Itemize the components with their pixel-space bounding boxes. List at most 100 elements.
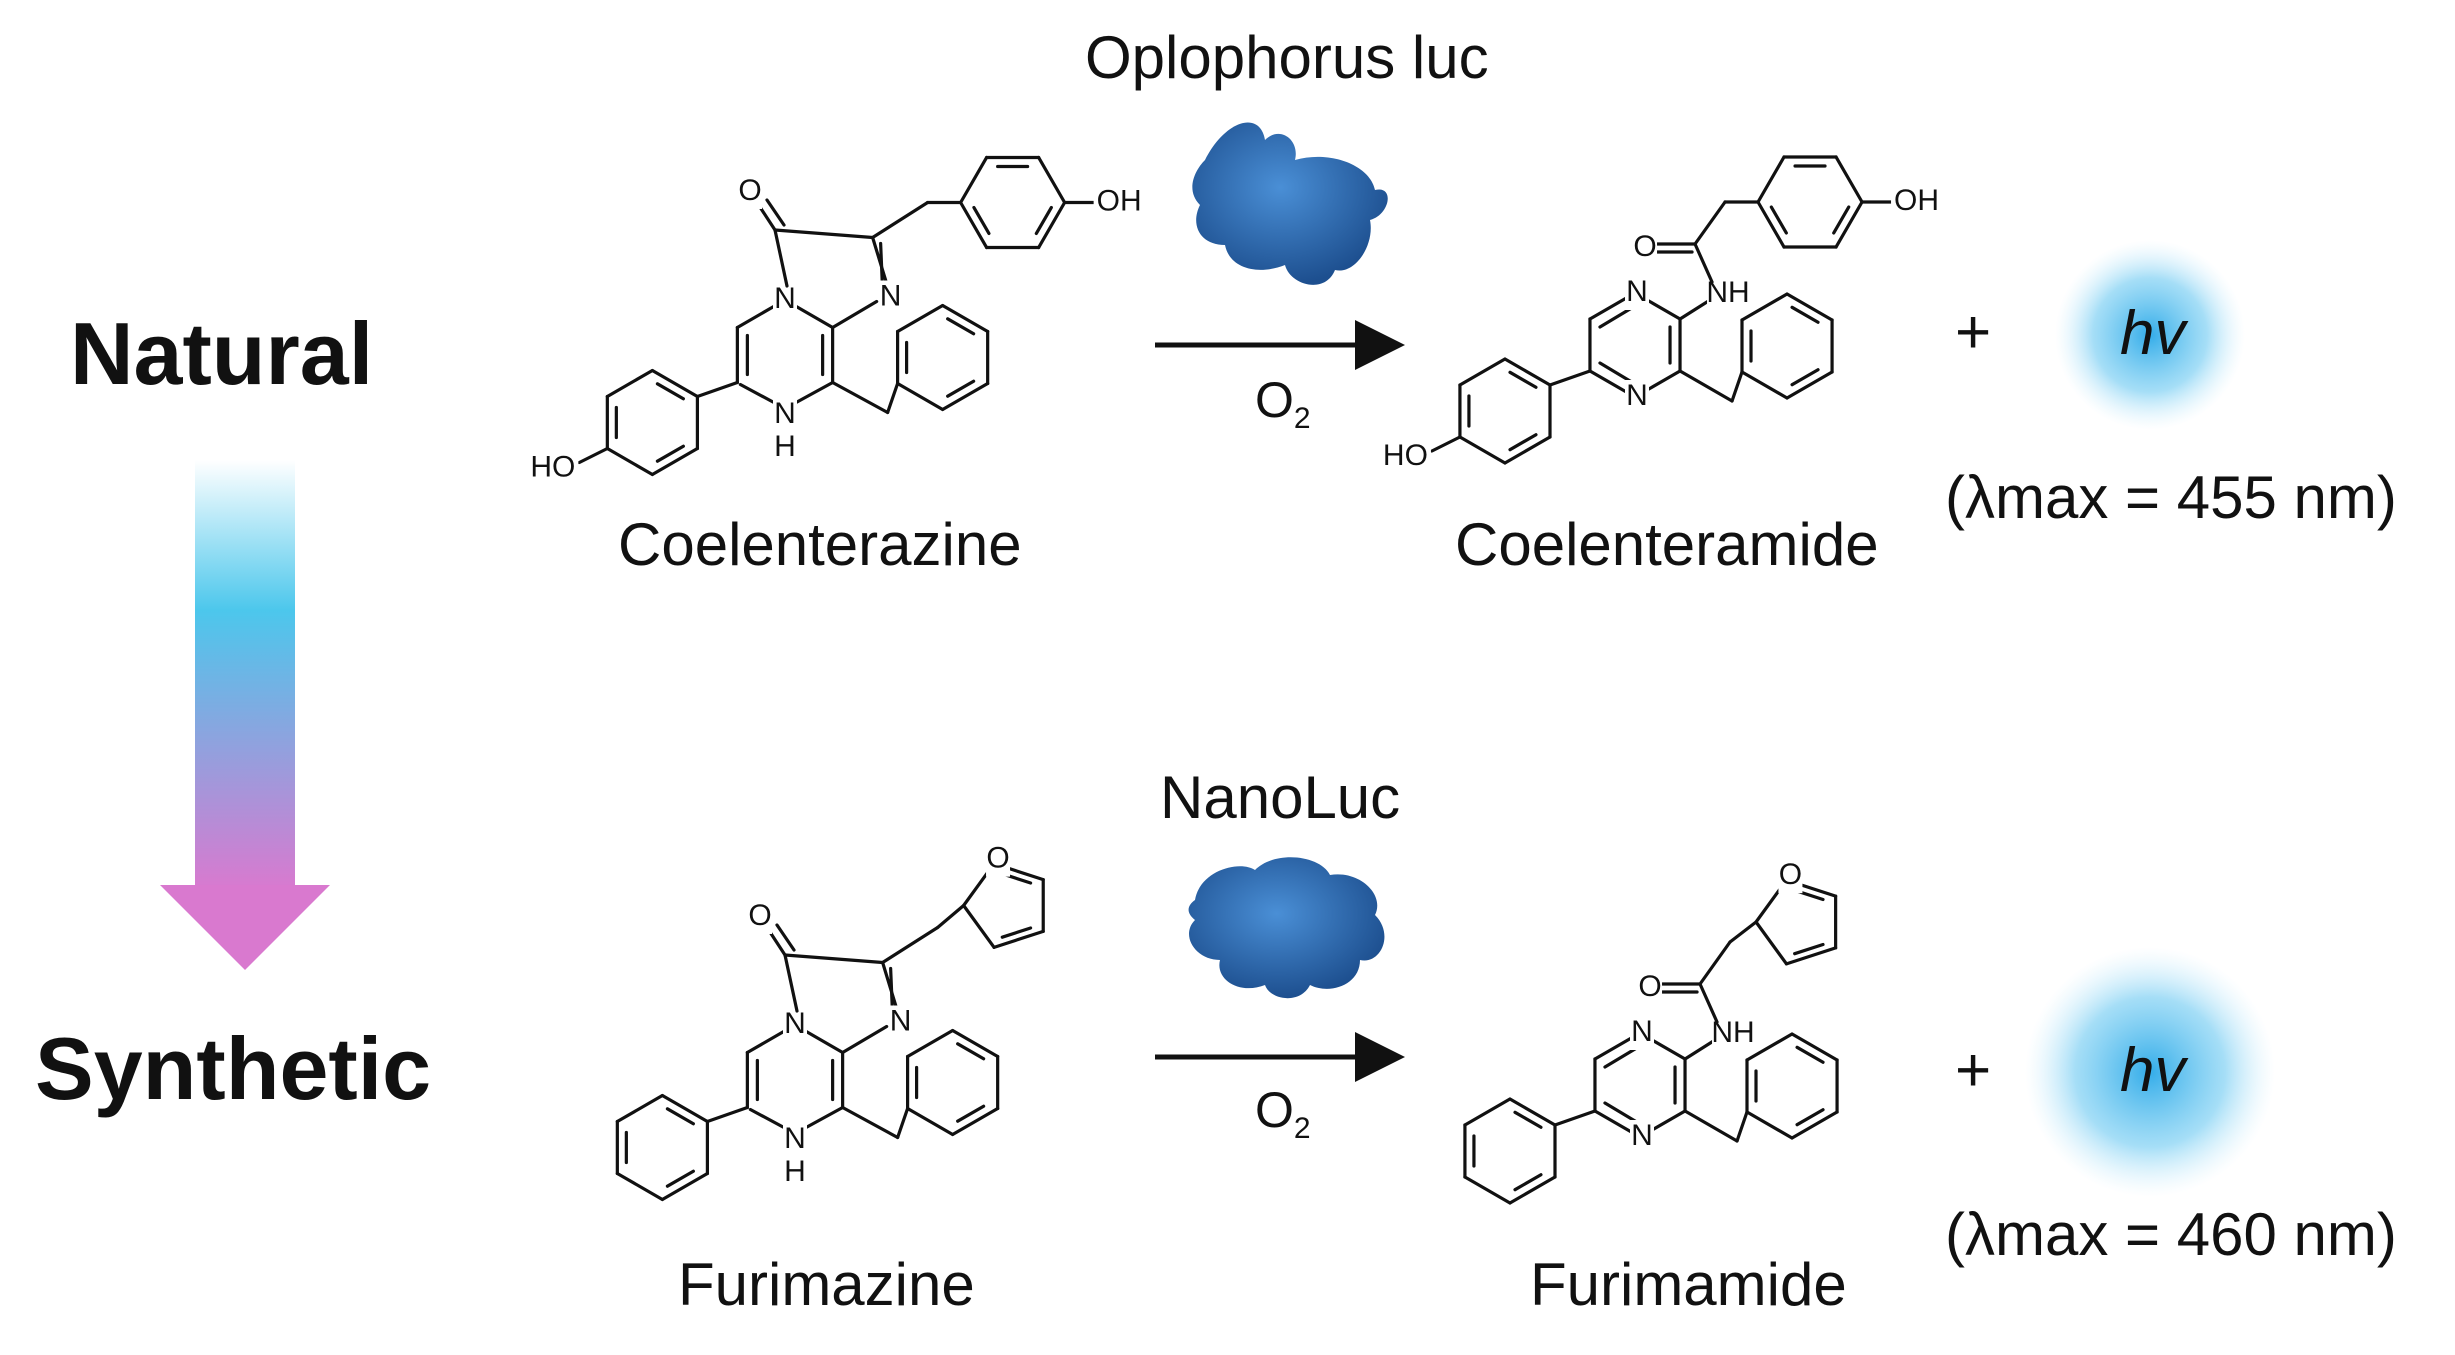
atom-label-bg	[1891, 185, 1934, 219]
benzene-bond	[1740, 370, 1789, 400]
furan-bond	[1784, 946, 1838, 966]
benzene-bond	[1834, 155, 1864, 204]
amide-bond	[1693, 242, 1714, 284]
benzene-bond	[951, 1028, 1000, 1059]
benzene-bond	[660, 1171, 710, 1202]
benzene-bond-double	[655, 382, 685, 401]
benzene-bond-double	[665, 1107, 695, 1126]
benzene-bond	[615, 1171, 664, 1202]
methylene-bond	[831, 380, 890, 415]
benzene-bond	[1790, 1032, 1839, 1062]
methylene-bond	[936, 903, 966, 930]
atom-label-bg	[878, 280, 903, 315]
imidazole-bond	[773, 228, 789, 288]
benzene-bond	[1785, 292, 1834, 322]
carbonyl-bond-double	[765, 198, 786, 227]
atom-label-nh: NH	[1711, 1016, 1754, 1049]
benzene-bond-double	[1795, 1108, 1825, 1127]
oplophorus-luciferase-protein-icon	[1192, 122, 1388, 285]
atom-label-bg	[536, 451, 579, 486]
benzene-bond	[905, 1106, 955, 1137]
methylene-bond	[871, 200, 930, 240]
benzene-bond-double	[1034, 205, 1053, 236]
atom-label-o: O	[1779, 858, 1802, 891]
atom-label-h: H	[784, 1155, 806, 1188]
benzene-bond	[959, 200, 989, 250]
benzene-bond	[959, 155, 989, 205]
benzene-bond	[650, 446, 700, 477]
atom-label-bg	[773, 431, 797, 465]
benzene-bond-double	[1795, 1045, 1825, 1064]
benzene-bond	[1503, 357, 1552, 387]
atom-label-n: N	[1626, 275, 1648, 308]
product-name-synthetic: Furimamide	[1530, 1251, 1847, 1318]
photon-label-natural: hv	[2120, 299, 2186, 368]
benzene-bond	[1745, 1110, 1794, 1140]
benzene-bond	[1834, 200, 1864, 249]
benzene-bond-double	[946, 317, 976, 336]
benzene-bond-double	[1790, 368, 1820, 387]
benzene-bond	[895, 303, 945, 334]
atom-label-n: N	[1631, 1119, 1653, 1152]
benzene-bond	[605, 368, 654, 399]
oxygen-condition-synthetic: O2	[1255, 1082, 1311, 1145]
benzene-bond-double	[946, 379, 976, 398]
enzyme-label-natural: Oplophorus luc	[1085, 24, 1489, 91]
core-bond	[748, 1107, 785, 1129]
methylene-bond	[1678, 369, 1734, 403]
benzene-bond	[1458, 357, 1507, 387]
methylene-bond	[1698, 940, 1732, 986]
atom-label-o: O	[748, 899, 771, 932]
amide-bond	[1698, 982, 1719, 1024]
benzene-bond	[1785, 370, 1834, 400]
imidazole-bond	[881, 960, 899, 1011]
atom-label-n: N	[890, 1004, 912, 1037]
imidazole-bond	[773, 228, 875, 240]
furan-bond	[992, 929, 1045, 949]
enzyme-label-synthetic: NanoLuc	[1160, 764, 1401, 831]
atom-label-ho: HO	[530, 450, 575, 483]
methylene-bond	[1683, 1109, 1739, 1143]
benzene-bond	[1508, 1175, 1557, 1205]
benzene-bond	[1508, 1097, 1557, 1127]
benzene-bond-double	[1790, 305, 1820, 324]
benzene-bond-double	[1513, 1173, 1543, 1192]
row-label-synthetic: Synthetic	[35, 1019, 432, 1118]
atom-label-bg	[1707, 277, 1750, 311]
benzene-bond-double	[972, 205, 991, 236]
plus-sign-synthetic: +	[1955, 1036, 1992, 1105]
benzene-bond	[1037, 155, 1067, 205]
atom-label-o: O	[986, 842, 1009, 875]
benzene-bond	[941, 303, 990, 334]
atom-label-o: O	[1638, 970, 1661, 1003]
atom-label-bg	[1625, 276, 1649, 310]
atom-label-oh: OH	[1097, 184, 1142, 217]
atom-label-oh: OH	[1894, 184, 1939, 217]
aryl-bond	[1553, 1109, 1597, 1127]
substrate-name-synthetic: Furimazine	[678, 1251, 975, 1318]
atom-label-bg	[783, 1156, 807, 1190]
core-bond	[738, 382, 775, 404]
atom-label-bg	[738, 175, 762, 209]
nanoluc-protein-icon	[1188, 857, 1385, 999]
methylene-bond	[841, 1105, 900, 1140]
atom-label-bg	[783, 1008, 807, 1042]
atom-label-bg	[783, 1123, 807, 1157]
benzene-bond	[1756, 200, 1786, 249]
benzene-bond	[951, 1106, 1000, 1137]
furan-bond	[1754, 920, 1789, 966]
imidazole-bond	[871, 235, 889, 286]
atom-label-bg	[1778, 859, 1803, 894]
photon-label-synthetic: hv	[2120, 1036, 2186, 1105]
imidazole-bond	[841, 1024, 889, 1055]
atom-label-bg	[1712, 1017, 1755, 1051]
carbonyl-bond-double	[775, 923, 796, 952]
benzene-bond-double	[1508, 370, 1538, 389]
benzene-bond	[905, 1028, 955, 1059]
benzene-bond	[1745, 1032, 1794, 1062]
